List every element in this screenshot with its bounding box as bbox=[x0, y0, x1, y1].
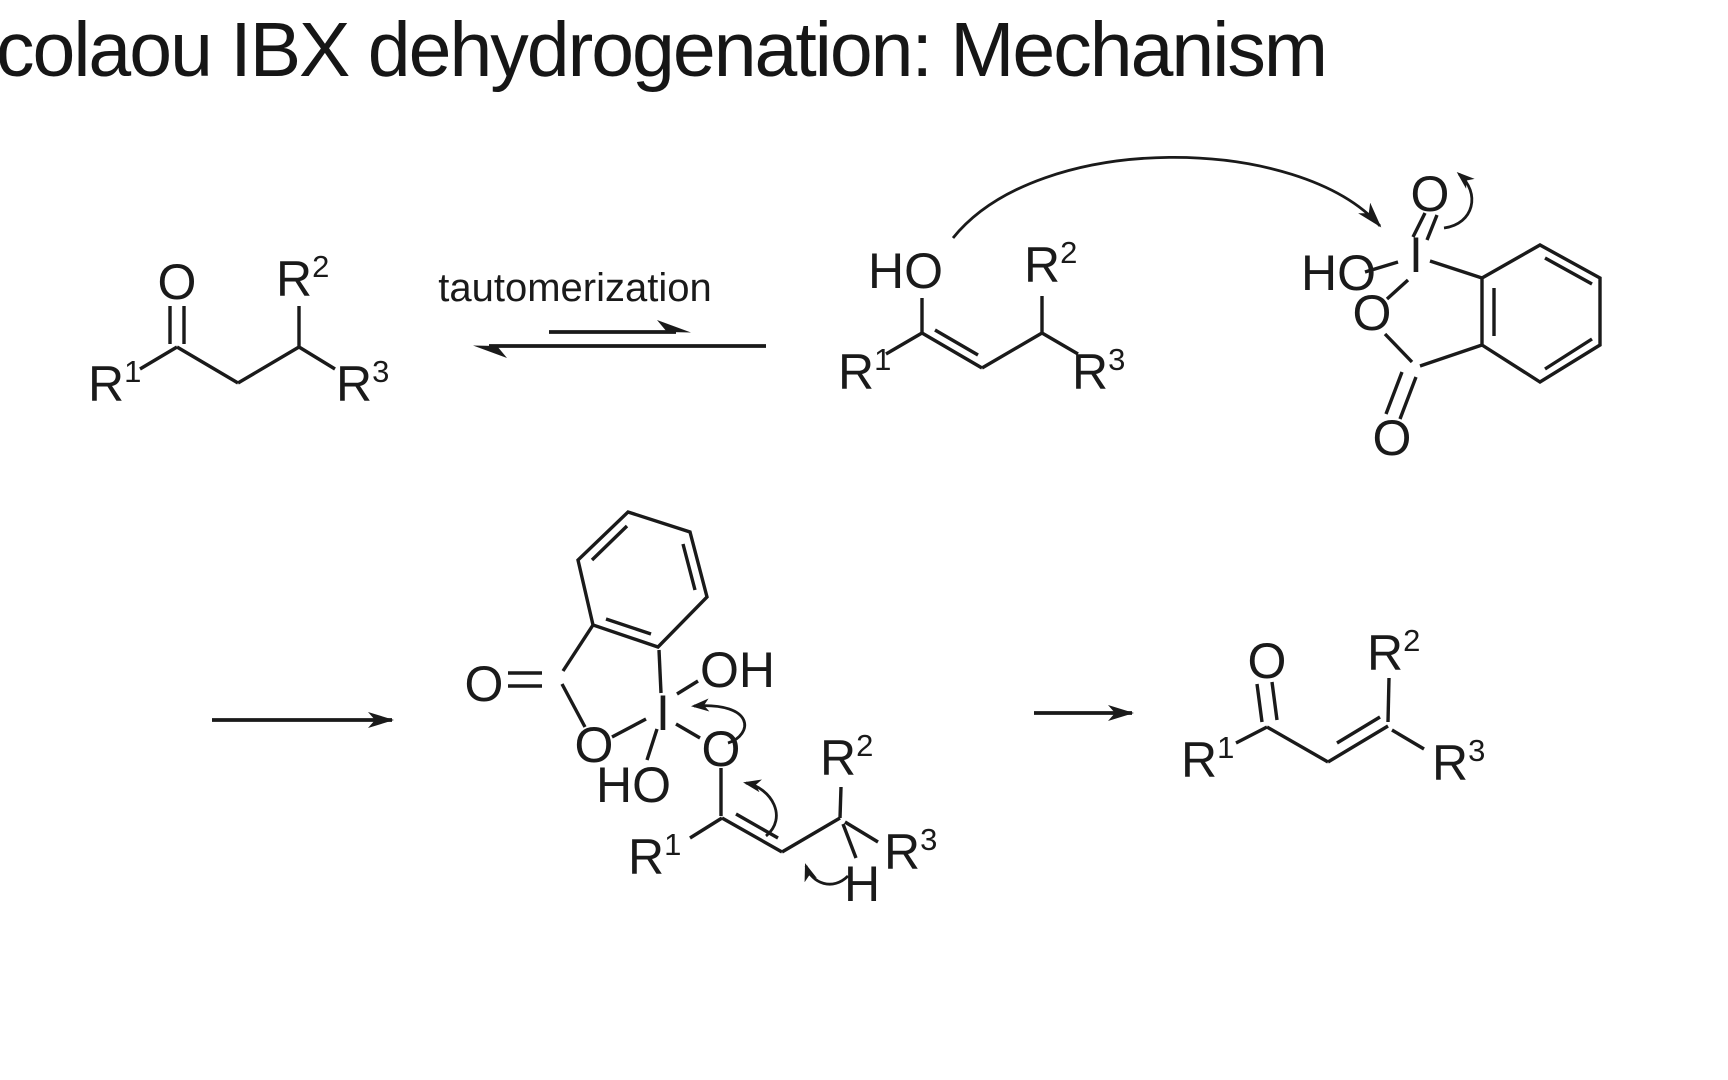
bond-i-aryl bbox=[1429, 259, 1483, 280]
bond-c-aryl bbox=[1419, 343, 1483, 368]
carbonyl-oxygen-label: O bbox=[1373, 410, 1412, 466]
tautomerization-step: tautomerization bbox=[438, 266, 766, 358]
oxo-oxygen-label: O bbox=[1411, 166, 1450, 222]
bond-c2-c3 bbox=[781, 816, 841, 854]
bond-aryl-c bbox=[561, 624, 595, 672]
ibx-oxidant: O I HO O O bbox=[1301, 166, 1602, 466]
slide-title: colaou IBX dehydrogenation: Mechanism bbox=[0, 7, 1328, 93]
bond-oring-c bbox=[1383, 332, 1414, 364]
curved-arrow-pi-to-oxygen bbox=[743, 779, 778, 838]
enol-tautomer: HO R1 R2 R3 bbox=[838, 235, 1125, 400]
bond-oring-i bbox=[611, 717, 647, 739]
hydroxyl-ho-label: HO bbox=[596, 757, 671, 813]
bond-c1-c2 bbox=[1266, 725, 1329, 764]
curved-arrow-o-to-iodine bbox=[691, 698, 747, 745]
bond-i-oenolate bbox=[675, 722, 701, 740]
hydrogen-label: H bbox=[844, 856, 880, 912]
step-label: tautomerization bbox=[438, 266, 711, 310]
oxygen-label: O bbox=[158, 254, 197, 310]
curved-arrow-enol-to-iodine bbox=[951, 156, 1382, 239]
r1-label: R1 bbox=[838, 342, 891, 400]
r3-label: R3 bbox=[1072, 342, 1125, 400]
iodine-label: I bbox=[656, 685, 670, 741]
r2-label: R2 bbox=[820, 728, 873, 786]
enone-product: O R1 R2 R3 bbox=[1181, 623, 1485, 791]
reverse-harpoon-head bbox=[473, 345, 507, 358]
hydroxyl-label: HO bbox=[1301, 245, 1376, 301]
lactone-carbonyl-double-bond bbox=[1384, 371, 1418, 420]
bond-c-oring bbox=[560, 683, 587, 728]
hydroxyl-label: HO bbox=[868, 243, 943, 299]
benzene-ring bbox=[1480, 243, 1602, 385]
ring-oxygen-label: O bbox=[1353, 285, 1392, 341]
curved-arrow-ch-to-bond bbox=[804, 863, 849, 886]
bond-skeleton bbox=[885, 296, 1079, 370]
bond-i-oh bbox=[676, 679, 699, 696]
iodine-label: I bbox=[1409, 227, 1423, 283]
enolate-oxygen-label: O bbox=[702, 721, 741, 777]
bond-i-oring bbox=[1385, 278, 1410, 301]
bond-c3-r2 bbox=[838, 786, 843, 819]
r2-label: R2 bbox=[1367, 623, 1420, 681]
carbonyl-double-bond bbox=[168, 306, 186, 344]
bond-skeleton bbox=[139, 306, 336, 385]
benzene-inner-bonds bbox=[590, 524, 697, 636]
bond-i-ho bbox=[645, 728, 659, 761]
alkene-double-bond bbox=[1327, 715, 1389, 764]
bond-i-aryl bbox=[657, 649, 663, 694]
benzene-ring bbox=[576, 510, 709, 649]
r3-label: R3 bbox=[884, 822, 937, 880]
r1-label: R1 bbox=[628, 827, 681, 885]
bond-c3-r3 bbox=[844, 820, 879, 844]
r1-label: R1 bbox=[1181, 730, 1234, 788]
iodine-oxo-double-bond bbox=[1411, 212, 1439, 241]
r3-label: R3 bbox=[1432, 733, 1485, 791]
enol-double-bond bbox=[721, 812, 783, 854]
bond-c3-r2 bbox=[1386, 677, 1391, 723]
r2-label: R2 bbox=[1024, 235, 1077, 293]
bond-c3-r3 bbox=[1391, 728, 1425, 751]
carbonyl-oxygen-label: O bbox=[465, 656, 504, 712]
ibx-enol-intermediate: O O I OH O HO R1 R2 R3 H bbox=[465, 510, 937, 912]
curved-arrow-oxo bbox=[1443, 172, 1475, 230]
oxygen-label: O bbox=[1248, 633, 1287, 689]
forward-harpoon-head bbox=[657, 320, 691, 333]
enol-double-bond bbox=[921, 328, 983, 370]
ketone-substrate: O R1 R2 R3 bbox=[88, 249, 389, 412]
bond-ho-i bbox=[1364, 260, 1399, 274]
bond-c3-h bbox=[841, 823, 858, 859]
r2-label: R2 bbox=[276, 249, 329, 307]
bond-c1-r1 bbox=[689, 816, 723, 840]
lactone-carbonyl-double-bond bbox=[508, 671, 542, 688]
ring-oxygen-label: O bbox=[575, 717, 614, 773]
benzene-inner-bonds bbox=[1492, 256, 1593, 371]
r1-label: R1 bbox=[88, 354, 141, 412]
r3-label: R3 bbox=[336, 354, 389, 412]
bond-c1-r1 bbox=[1235, 725, 1268, 745]
hydroxyl-oh-label: OH bbox=[700, 642, 775, 698]
carbonyl-double-bond bbox=[1255, 681, 1279, 723]
